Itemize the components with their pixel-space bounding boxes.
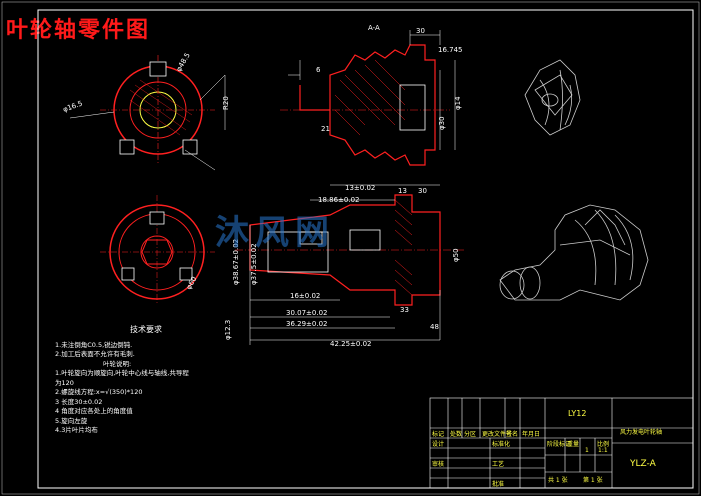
note-line: 2.螺旋线方程:x=√(350)*120	[55, 388, 143, 396]
drawing-border	[37, 9, 694, 489]
bottom-left-end-view	[100, 195, 215, 305]
tb-header-2: 分区	[464, 430, 476, 438]
tb-row3-0: 审核	[432, 460, 444, 468]
top-left-end-view	[100, 55, 215, 165]
dim-4225: 42.25±0.02	[330, 340, 372, 348]
tb-header-0: 标记	[432, 430, 444, 438]
dim-phi14: φ14	[454, 96, 462, 110]
dim-30b: 30	[418, 187, 427, 195]
dim-13: 13	[398, 187, 407, 195]
dim-16-002: 16±0.02	[290, 292, 320, 300]
title-drawing-no: YLZ-A	[629, 459, 657, 469]
drawing-title: 叶轮轴零件图	[6, 18, 151, 43]
note-line: 2.加工后表面不允许有毛刺.	[55, 350, 135, 358]
dim-16745: 16.745	[438, 46, 463, 54]
section-label: A-A	[368, 24, 380, 32]
dim-1886: 18.86±0.02	[318, 196, 360, 204]
tb-header-4: 签名	[506, 430, 518, 438]
dim-phi30: φ30	[438, 116, 446, 130]
title-sheet: 共 1 张	[548, 476, 568, 484]
dim-r20: R20	[222, 96, 230, 110]
dim-phi123: φ12.3	[224, 320, 232, 340]
tb-row2-1: 标准化	[492, 440, 510, 448]
dim-13-002: 13±0.02	[345, 184, 375, 192]
dim-phi375: φ37.5±0.02	[250, 243, 258, 285]
tb-row3-1: 工艺	[492, 460, 504, 468]
tb-row2-0: 设计	[432, 440, 444, 448]
notes-heading: 技术要求	[130, 325, 162, 334]
title-count: 1	[585, 447, 589, 454]
top-left-dims	[69, 74, 226, 171]
dim-21: 21	[321, 125, 330, 133]
watermark: 沐风网	[215, 213, 335, 253]
dim-3007: 30.07±0.02	[286, 309, 328, 317]
bottom-shaft-view	[235, 194, 465, 306]
tb-header-5: 年月日	[522, 430, 540, 438]
tb-row2-2: 阶段标记	[547, 440, 571, 448]
title-sheet-of: 第 1 张	[583, 476, 603, 484]
dim-33: 33	[400, 306, 409, 314]
note-line: 1.未注倒角C0.5,锐边倒钝.	[55, 340, 133, 349]
tb-row2-3: 重量	[567, 440, 579, 448]
dim-phi48: φ48.5	[175, 51, 192, 73]
title-part-name: 风力发电叶轮轴	[620, 428, 662, 436]
dim-phi50: φ50	[452, 248, 460, 262]
dim-3629: 36.29±0.02	[286, 320, 328, 328]
dim-phi16: φ16.5	[62, 99, 84, 113]
dim-30: 30	[416, 27, 425, 35]
tb-header-1: 处数	[450, 430, 462, 438]
top-right-3d-impeller	[524, 59, 581, 136]
tb-row3-2: 批准	[492, 480, 504, 488]
technical-notes: 技术要求 1.未注倒角C0.5,锐边倒钝. 2.加工后表面不允许有毛刺. 叶轮说…	[55, 325, 189, 436]
title-material: LY12	[568, 409, 586, 418]
bottom-right-3d-impeller	[499, 204, 649, 301]
note-line: 为120	[55, 378, 74, 387]
top-shaft-section	[280, 44, 450, 166]
dim-48: 48	[430, 323, 439, 331]
top-shaft-dims	[288, 30, 456, 150]
bottom-shaft-dims	[249, 184, 441, 345]
dim-6: 6	[316, 66, 321, 74]
dim-phi3867: φ38.67±0.02	[232, 239, 240, 285]
tb-header-3: 更改文件号	[482, 430, 512, 438]
note-line: 4.3片叶片均布	[55, 426, 98, 434]
title-scale: 1:1	[598, 447, 608, 454]
title-block	[429, 397, 694, 489]
tb-row2-4: 比例	[597, 440, 609, 448]
note-line: 1.叶轮旋向为顺旋向,叶轮中心线与轴线,共导程	[55, 369, 189, 377]
note-line: 叶轮说明:	[103, 359, 132, 368]
note-line: 5.旋向左旋	[55, 416, 88, 425]
note-line: 3 长度30±0.02	[55, 397, 103, 406]
note-line: 4 角度对应各处上的角度值	[55, 407, 133, 415]
